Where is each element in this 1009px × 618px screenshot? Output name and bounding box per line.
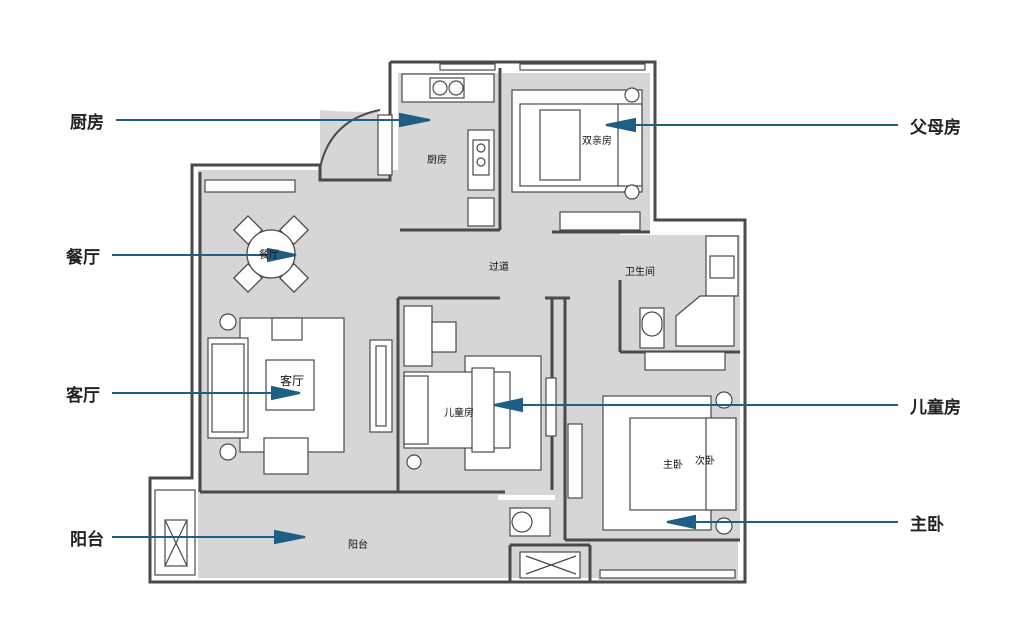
kitchen-door-swing [319,109,381,169]
balcony-fixtures [164,507,577,575]
room-label-dining: 餐厅 [259,248,279,261]
callout-balcony: 阳台 [70,530,104,550]
callout-master: 主卧 [910,515,944,535]
room-label-balcony: 阳台 [348,538,368,551]
callout-parents: 父母房 [910,118,961,138]
room-label-kitchen: 厨房 [427,153,447,166]
room-label-children: 儿童房 [444,406,474,419]
room-label-corridor: 过道 [489,260,509,273]
callout-living: 客厅 [66,386,100,406]
callout-children: 儿童房 [910,398,961,418]
kitchen-fixtures [377,73,495,227]
children-room-furniture [403,305,557,471]
room-label-second: 次卧 [695,454,715,467]
room-label-bathroom: 卫生间 [625,265,655,278]
room-label-living: 客厅 [280,373,304,388]
callout-kitchen: 厨房 [70,113,104,133]
parents-bed [511,87,643,200]
room-label-parents: 双亲房 [582,134,612,147]
callout-dining: 餐厅 [66,248,100,268]
bathroom-fixtures [639,235,739,349]
room-label-master: 主卧 [663,458,683,471]
callout-arrows [112,112,898,545]
living-furniture [207,313,393,475]
dining-table [232,214,310,294]
walls [148,60,747,584]
